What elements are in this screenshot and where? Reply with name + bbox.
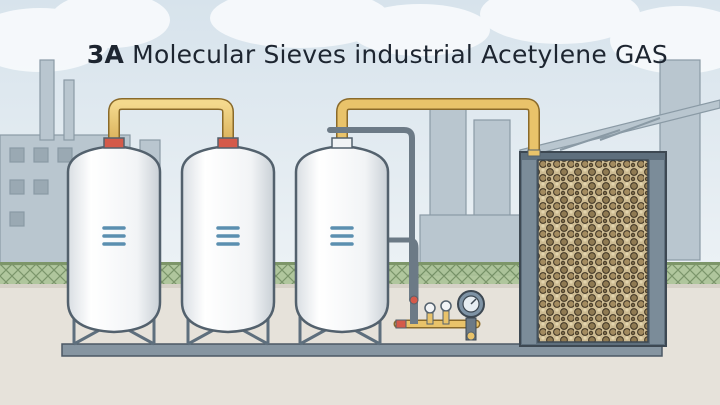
tank-vent-icon (216, 226, 240, 246)
molecular-sieve-column (519, 149, 667, 347)
title-lead: 3A (86, 40, 125, 69)
valve-manifold (395, 290, 485, 341)
tank-legs (72, 298, 382, 346)
tank-vent-icon (102, 226, 126, 246)
base-skid (61, 343, 663, 357)
adsorber-tank-1 (66, 137, 162, 334)
sieve-bed (537, 159, 649, 343)
page-title: 3A Molecular Sieves industrial Acetylene… (87, 40, 668, 69)
tank-vent-icon (330, 226, 354, 246)
pressure-gauge-icon (457, 290, 485, 341)
adsorber-tank-3 (294, 137, 390, 334)
title-rest: Molecular Sieves industrial Acetylene GA… (124, 40, 668, 69)
adsorber-tank-2 (180, 137, 276, 334)
clouds (0, 0, 720, 74)
valve-handle-icon (395, 295, 452, 329)
